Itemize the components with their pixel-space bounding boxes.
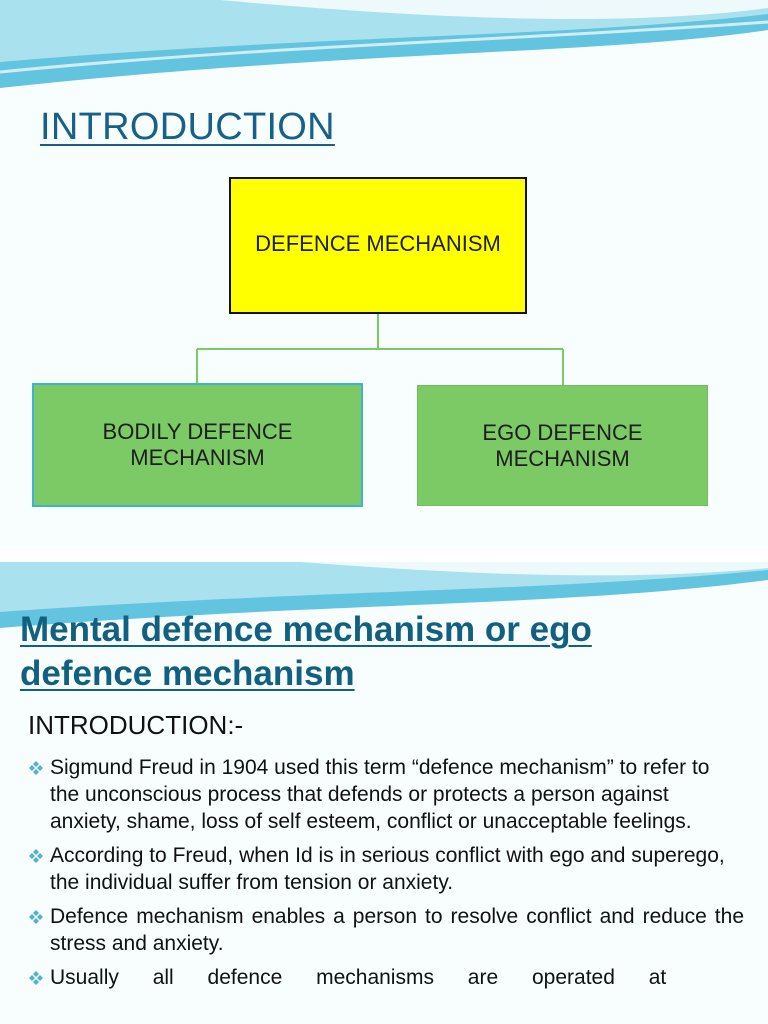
bullet-item: Defence mechanism enables a person to re… xyxy=(28,903,744,957)
bullet-text: Sigmund Freud in 1904 used this term “de… xyxy=(50,756,710,833)
bullet-item: According to Freud, when Id is in seriou… xyxy=(28,842,744,896)
intro-heading: INTRODUCTION:- xyxy=(28,710,244,740)
header-wave-decoration xyxy=(0,562,768,628)
hierarchy-connectors xyxy=(196,314,564,385)
node-ego-defence-mechanism: EGO DEFENCE MECHANISM xyxy=(417,385,708,506)
diamond-bullet-icon xyxy=(29,849,43,863)
node-label: DEFENCE MECHANISM xyxy=(255,230,501,256)
slide-introduction: INTRODUCTION DEFENCE MECHANISM BODILY DE… xyxy=(0,0,768,507)
slide-ego-defence-mechanism: Mental defence mechanism or ego defence … xyxy=(0,562,768,1024)
node-bodily-defence-mechanism: BODILY DEFENCE MECHANISM xyxy=(32,383,363,507)
diamond-bullet-icon xyxy=(29,971,43,985)
bullet-item: Sigmund Freud in 1904 used this term “de… xyxy=(28,754,744,835)
header-wave-decoration xyxy=(0,0,768,88)
diamond-bullet-icon xyxy=(29,761,43,775)
node-label: BODILY DEFENCE MECHANISM xyxy=(102,419,293,470)
bullet-text: Defence mechanism enables a person to re… xyxy=(50,905,744,955)
bullet-item: Usually all defence mechanisms are opera… xyxy=(28,964,744,991)
diamond-bullet-icon xyxy=(29,910,43,924)
slide-title: Mental defence mechanism or ego defence … xyxy=(20,610,592,693)
slide-title: INTRODUCTION xyxy=(40,106,335,148)
bullet-text: Usually all defence mechanisms are opera… xyxy=(50,966,667,989)
node-defence-mechanism: DEFENCE MECHANISM xyxy=(229,177,527,314)
bullet-list: Sigmund Freud in 1904 used this term “de… xyxy=(28,754,744,998)
node-label: EGO DEFENCE MECHANISM xyxy=(482,419,643,471)
bullet-text: According to Freud, when Id is in seriou… xyxy=(50,844,725,894)
